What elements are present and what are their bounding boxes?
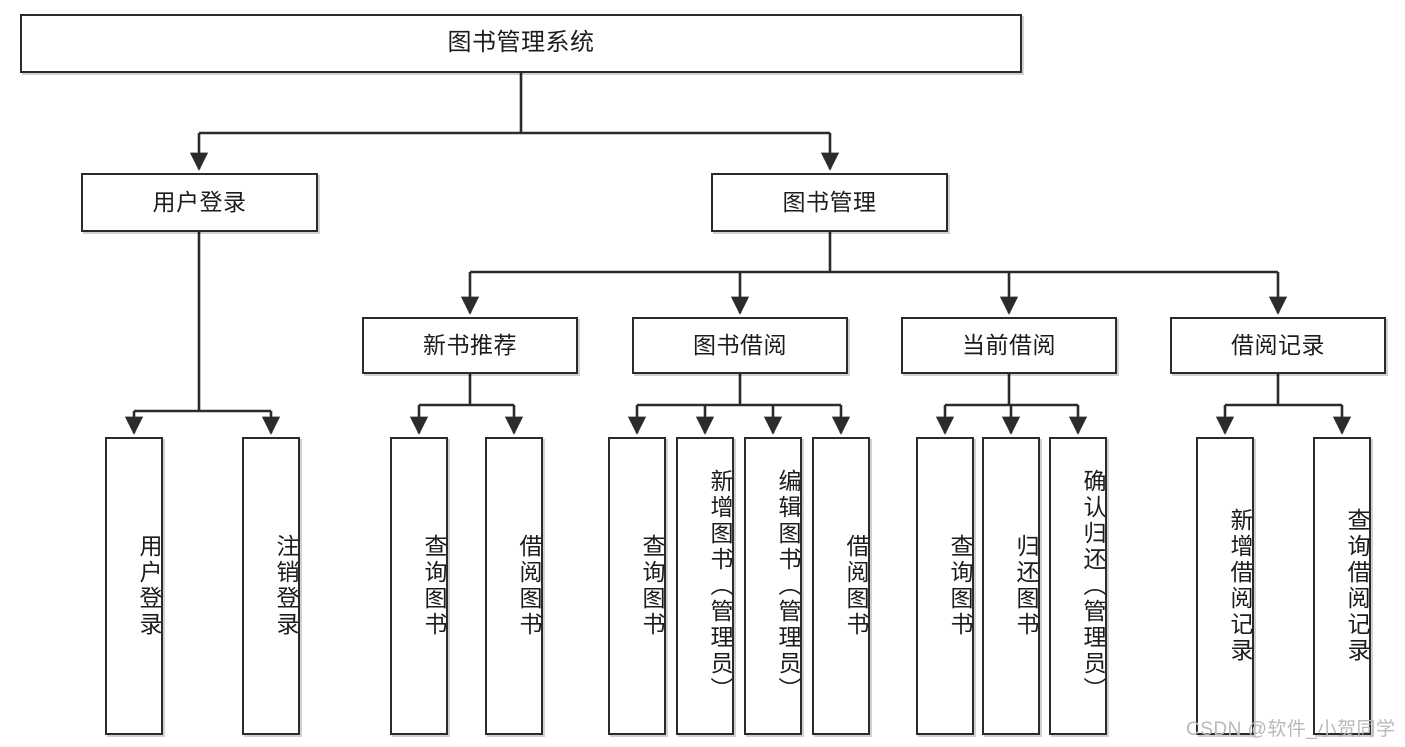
leaf-query-book-2[interactable]: 查询图书 bbox=[608, 437, 666, 735]
leaf-add-record-label: 新增借阅记录 bbox=[1227, 508, 1253, 664]
node-borrow-record-label: 借阅记录 bbox=[1231, 331, 1325, 358]
node-book-manage-label: 图书管理 bbox=[782, 188, 877, 215]
leaf-return-book-label: 归还图书 bbox=[1013, 534, 1039, 638]
node-current-borrow[interactable]: 当前借阅 bbox=[901, 317, 1117, 374]
leaf-query-book-1[interactable]: 查询图书 bbox=[390, 437, 448, 735]
node-user-login-label: 用户登录 bbox=[152, 188, 247, 215]
leaf-query-book-1-label: 查询图书 bbox=[421, 534, 447, 638]
leaf-borrow-book-1-label: 借阅图书 bbox=[516, 534, 542, 638]
leaf-query-book-3[interactable]: 查询图书 bbox=[916, 437, 974, 735]
leaf-add-book[interactable]: 新增图书（管理员） bbox=[676, 437, 734, 735]
leaf-query-record[interactable]: 查询借阅记录 bbox=[1313, 437, 1371, 735]
leaf-confirm-return[interactable]: 确认归还（管理员） bbox=[1049, 437, 1107, 735]
node-new-book-recommend[interactable]: 新书推荐 bbox=[362, 317, 578, 374]
node-book-borrow-label: 图书借阅 bbox=[693, 331, 787, 358]
leaf-user-login-label: 用户登录 bbox=[136, 534, 162, 638]
leaf-edit-book-label: 编辑图书（管理员） bbox=[775, 469, 801, 703]
node-user-login[interactable]: 用户登录 bbox=[81, 173, 318, 232]
node-current-borrow-label: 当前借阅 bbox=[962, 331, 1056, 358]
leaf-logout-login[interactable]: 注销登录 bbox=[242, 437, 300, 735]
node-root-label: 图书管理系统 bbox=[447, 29, 595, 57]
leaf-logout-login-label: 注销登录 bbox=[273, 534, 299, 638]
leaf-borrow-book-1[interactable]: 借阅图书 bbox=[485, 437, 543, 735]
node-borrow-record[interactable]: 借阅记录 bbox=[1170, 317, 1386, 374]
leaf-user-login[interactable]: 用户登录 bbox=[105, 437, 163, 735]
node-book-manage[interactable]: 图书管理 bbox=[711, 173, 948, 232]
leaf-borrow-book-2[interactable]: 借阅图书 bbox=[812, 437, 870, 735]
leaf-query-book-3-label: 查询图书 bbox=[947, 534, 973, 638]
leaf-query-record-label: 查询借阅记录 bbox=[1344, 508, 1370, 664]
leaf-add-book-label: 新增图书（管理员） bbox=[707, 469, 733, 703]
leaf-query-book-2-label: 查询图书 bbox=[639, 534, 665, 638]
node-book-borrow[interactable]: 图书借阅 bbox=[632, 317, 848, 374]
leaf-confirm-return-label: 确认归还（管理员） bbox=[1080, 469, 1106, 703]
leaf-borrow-book-2-label: 借阅图书 bbox=[843, 534, 869, 638]
node-root[interactable]: 图书管理系统 bbox=[20, 14, 1022, 73]
leaf-add-record[interactable]: 新增借阅记录 bbox=[1196, 437, 1254, 735]
node-new-book-recommend-label: 新书推荐 bbox=[423, 331, 517, 358]
csdn-watermark: CSDN @软件_小贺同学 bbox=[1186, 719, 1396, 740]
leaf-return-book[interactable]: 归还图书 bbox=[982, 437, 1040, 735]
leaf-edit-book[interactable]: 编辑图书（管理员） bbox=[744, 437, 802, 735]
